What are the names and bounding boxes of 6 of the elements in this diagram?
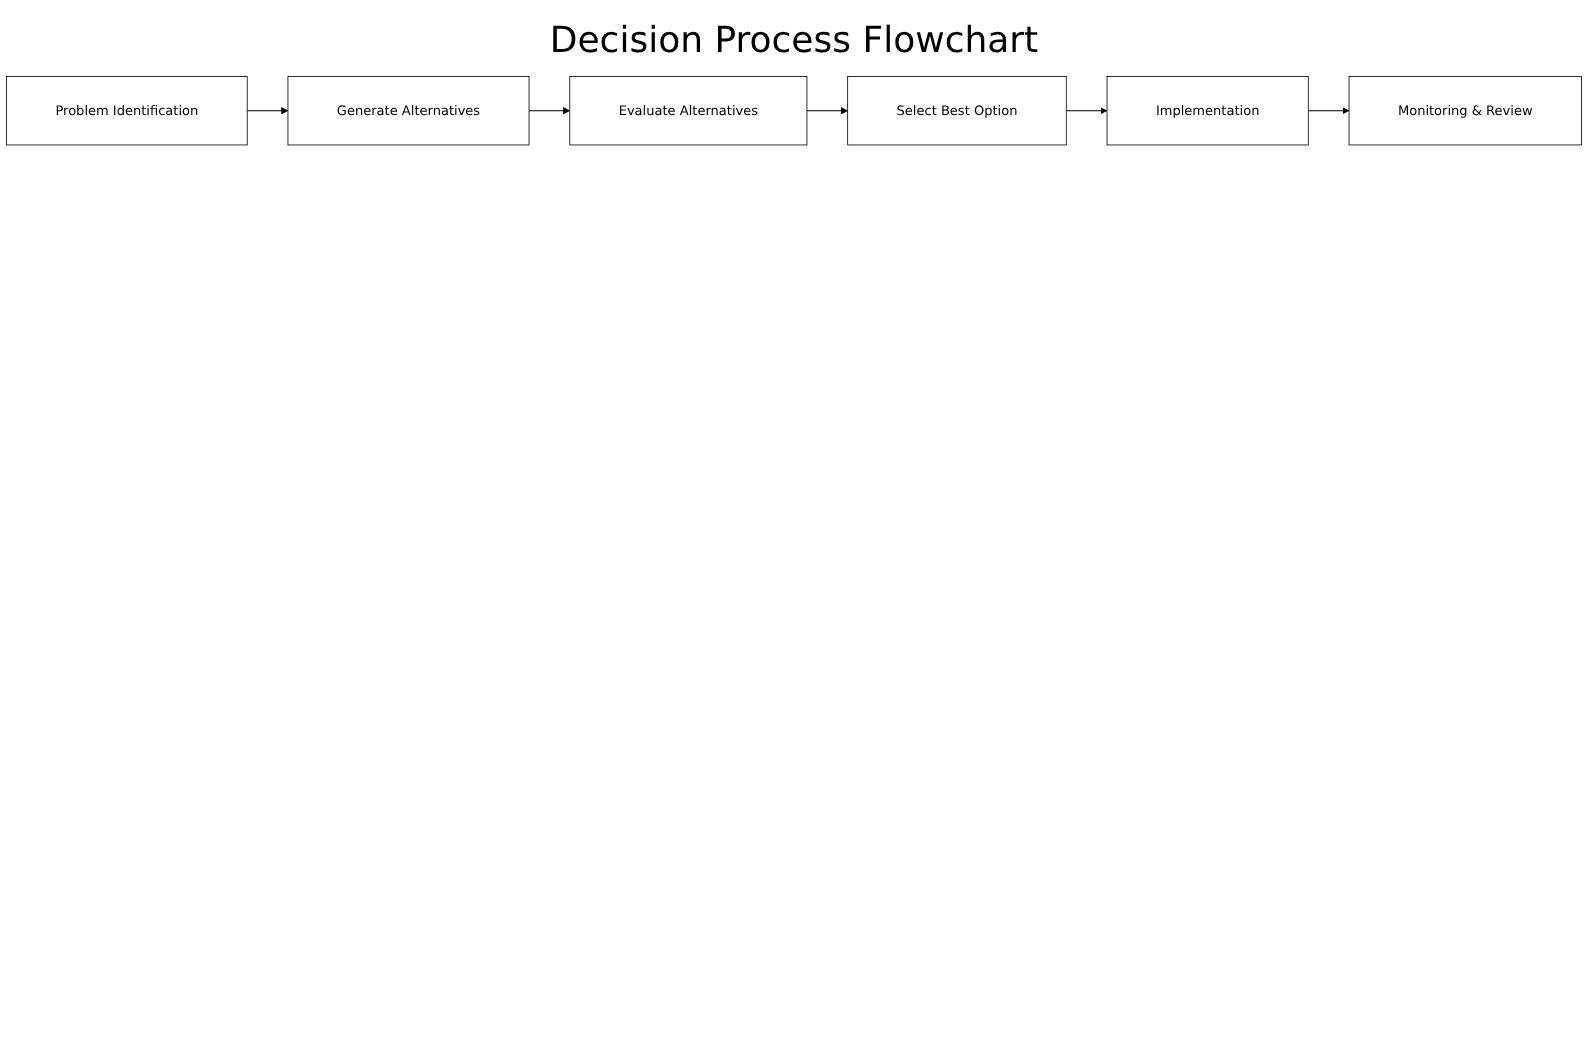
arrow	[1307, 107, 1350, 115]
diagram-title: Decision Process Flowchart	[547, 20, 1041, 62]
arrow	[528, 107, 571, 115]
arrow	[246, 107, 289, 115]
arrow	[806, 107, 848, 115]
arrow	[1065, 107, 1108, 115]
